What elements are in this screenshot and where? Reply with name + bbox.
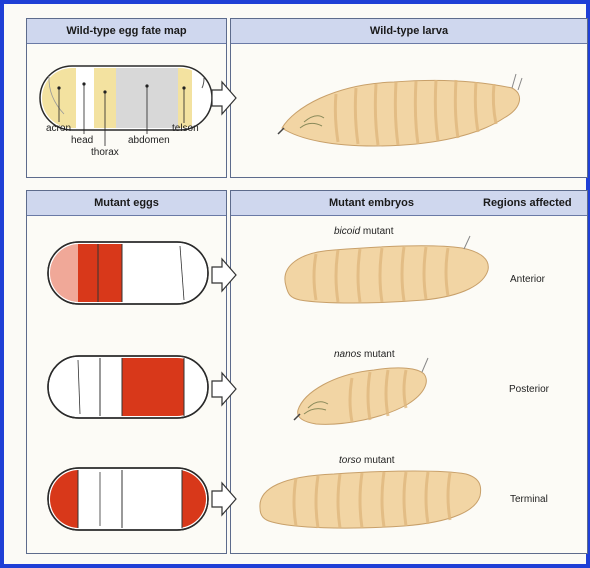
nanos-abdomen-affected: [122, 358, 184, 416]
torso-acron-affected: [50, 470, 78, 528]
egg-nanos: [48, 356, 208, 418]
suffix-nanos: mutant: [361, 349, 394, 360]
embryo-torso: [260, 471, 481, 528]
wt-larva: [278, 74, 522, 146]
gene-bicoid: bicoid: [334, 226, 360, 237]
arrow-torso: [212, 483, 236, 515]
suffix-bicoid: mutant: [360, 226, 393, 237]
arrow-bicoid: [212, 259, 236, 291]
label-telson: telson: [172, 123, 199, 134]
egg-torso: [48, 468, 208, 530]
label-thorax: thorax: [91, 147, 119, 158]
caption-bicoid: bicoid mutant: [334, 226, 394, 237]
telson-region: [178, 68, 192, 128]
label-acron: acron: [46, 123, 71, 134]
torso-telson-affected: [182, 470, 206, 528]
arrow-nanos: [212, 373, 236, 405]
egg-bicoid: [48, 242, 208, 304]
suffix-torso: mutant: [361, 455, 394, 466]
caption-torso: torso mutant: [339, 455, 395, 466]
gene-torso: torso: [339, 455, 361, 466]
bicoid-thorax-affected: [98, 244, 122, 302]
wt-egg: [40, 66, 212, 146]
bicoid-head-affected: [78, 244, 98, 302]
embryo-nanos: [294, 358, 428, 424]
region-anterior: Anterior: [510, 274, 545, 285]
diagram-drawing: [4, 4, 586, 564]
region-posterior: Posterior: [509, 384, 549, 395]
caption-nanos: nanos mutant: [334, 349, 395, 360]
label-head: head: [71, 135, 93, 146]
label-abdomen: abdomen: [128, 135, 170, 146]
gene-nanos: nanos: [334, 349, 361, 360]
bicoid-acron-affected: [50, 244, 78, 302]
arrow-wt: [212, 82, 236, 114]
region-terminal: Terminal: [510, 494, 548, 505]
embryo-bicoid: [285, 236, 488, 303]
